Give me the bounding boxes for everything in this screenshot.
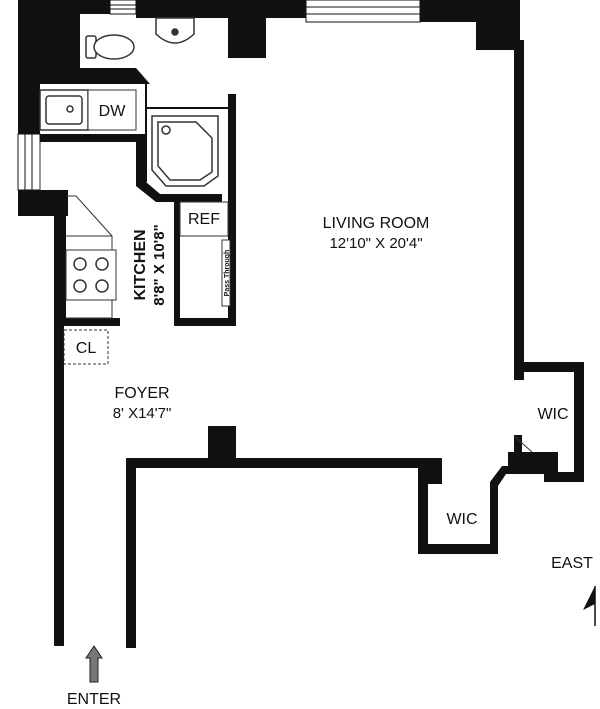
- foyer-name: FOYER: [114, 385, 169, 402]
- wall-wic-south-stub: [428, 470, 442, 484]
- wall-top-right-pillar: [476, 0, 520, 50]
- wall-kitchen-right: [228, 94, 236, 326]
- wall-top-b: [136, 0, 306, 18]
- labels: LIVING ROOM 12'10" X 20'4" KITCHEN 8'8" …: [67, 103, 593, 708]
- dishwasher-label: DW: [99, 103, 127, 120]
- wall-bath-block: [228, 18, 266, 58]
- wall-top-left-block: [18, 0, 150, 134]
- closet-outline: [63, 329, 109, 365]
- kitchen-sink-icon: [39, 89, 89, 131]
- north-arrow-icon: [583, 586, 596, 626]
- bath-sink-icon: [155, 17, 195, 44]
- stove-icon: [65, 249, 117, 301]
- kitchen-name: KITCHEN: [132, 229, 149, 300]
- window-left-kitchen: [17, 133, 41, 191]
- dishwasher-box: [87, 89, 137, 131]
- wall-bottom-living: [126, 458, 442, 468]
- pass-through-label: Pass Through: [224, 250, 231, 297]
- wic-south-label: WIC: [446, 511, 477, 528]
- wall-top-a: [80, 0, 110, 14]
- entry-arrow-icon: [85, 645, 103, 683]
- refrigerator-box: [179, 201, 229, 237]
- compass-label: EAST: [551, 555, 593, 572]
- window-top-left: [109, 0, 137, 15]
- foyer-dims: 8' X14'7": [113, 405, 172, 422]
- wall-left-kitchen: [54, 216, 66, 326]
- wall-foyer-right: [126, 462, 136, 648]
- walls: [18, 0, 584, 648]
- closet-label: CL: [76, 340, 97, 357]
- wall-wic-east-block: [508, 452, 558, 474]
- pass-through-box: [221, 239, 231, 307]
- wic-east-label: WIC: [537, 406, 568, 423]
- wall-ref-left: [174, 202, 180, 326]
- refrigerator-label: REF: [188, 211, 220, 228]
- wic-east-door: [513, 435, 533, 453]
- fixtures: [39, 17, 231, 365]
- wall-left-upper: [18, 84, 30, 134]
- enter-label: ENTER: [67, 691, 121, 708]
- wall-left-window-block: [18, 190, 68, 216]
- wall-wic-south: [418, 462, 514, 554]
- wall-kitchen-bottom: [54, 318, 120, 326]
- wall-kitchen-top: [40, 134, 140, 142]
- living-room-dims: 12'10" X 20'4": [329, 235, 422, 252]
- window-top-living: [305, 0, 421, 23]
- living-room-name: LIVING ROOM: [323, 215, 430, 232]
- toilet-icon: [85, 34, 135, 60]
- wall-bottom-pillar: [208, 426, 236, 466]
- wall-kitchen-diag: [136, 134, 222, 202]
- windows: [17, 0, 421, 191]
- wall-wic-east-inner: [514, 435, 522, 453]
- wall-right: [514, 40, 524, 370]
- wall-foyer-left: [54, 326, 64, 646]
- wall-ref-bottom: [174, 318, 236, 326]
- kitchen-dims: 8'8" X 10'8": [151, 224, 168, 305]
- wall-wic-east: [514, 362, 584, 482]
